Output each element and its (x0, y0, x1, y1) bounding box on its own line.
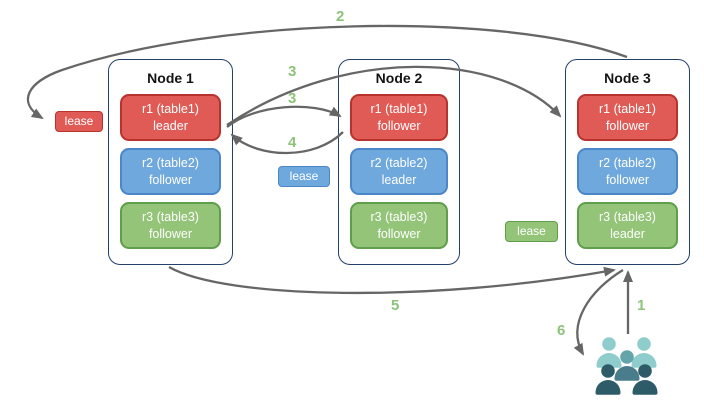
user-middle-head (620, 350, 634, 364)
node-1-title: Node 1 (147, 70, 194, 86)
node-2-replica-r3: r3 (table3) follower (350, 202, 448, 249)
step-label-6: 6 (557, 322, 566, 339)
step-label-4: 4 (288, 134, 297, 151)
replica-role: leader (381, 172, 417, 187)
user-middle-body (614, 366, 640, 381)
replica-id: r3 (table3) (370, 210, 428, 225)
replica-role: leader (610, 226, 645, 241)
replica-role: follower (148, 172, 193, 187)
users-group-icon (595, 337, 658, 395)
replica-id: r1 (table1) (599, 102, 656, 117)
lease-badge-r2: lease (278, 166, 330, 188)
step-label-5: 5 (391, 297, 400, 314)
replica-id: r1 (table1) (370, 102, 428, 117)
step-label-3a: 3 (288, 63, 297, 80)
user-middle (614, 350, 640, 381)
arrow-step6-node3-to-user (573, 269, 624, 356)
replica-role: leader (153, 118, 188, 133)
replica-id: r2 (table2) (370, 156, 428, 171)
user-back-left (596, 337, 622, 368)
replica-id: r1 (table1) (142, 102, 199, 117)
replica-role: follower (148, 226, 193, 241)
node-2-title: Node 2 (375, 70, 423, 86)
node-3-replica-r1: r1 (table1) follower (577, 94, 678, 141)
lease-badge-r1: lease (55, 111, 103, 133)
replica-id: r2 (table2) (599, 156, 656, 171)
replica-id: r2 (table2) (142, 156, 199, 171)
node-2: Node 2 r1 (table1) follower r2 (table2) … (338, 59, 460, 265)
arrow-step5-node1-to-node3 (168, 266, 616, 295)
node-2-replica-r2: r2 (table2) leader (350, 148, 448, 195)
step-label-2: 2 (336, 8, 345, 25)
node-3: Node 3 r1 (table1) follower r2 (table2) … (565, 59, 690, 265)
replica-role: follower (377, 226, 421, 241)
replica-role: follower (605, 172, 650, 187)
replica-role: follower (377, 118, 421, 133)
node-2-replica-r1: r1 (table1) follower (350, 94, 448, 141)
step-label-1: 1 (637, 297, 646, 314)
user-front-left (595, 364, 621, 395)
user-back-right (631, 337, 657, 368)
node-1-replica-r3: r3 (table3) follower (120, 202, 221, 249)
node-1-replica-r2: r2 (table2) follower (120, 148, 221, 195)
replica-id: r3 (table3) (599, 210, 656, 225)
replica-role: follower (605, 118, 650, 133)
step-label-3b: 3 (288, 90, 297, 107)
node-1-replica-r1: r1 (table1) leader (120, 94, 221, 141)
node-3-replica-r3: r3 (table3) leader (577, 202, 678, 249)
node-3-title: Node 3 (604, 70, 651, 86)
lease-badge-r3: lease (505, 221, 558, 243)
node-3-replica-r2: r2 (table2) follower (577, 148, 678, 195)
user-front-right (632, 364, 658, 395)
arrow-step3-node1-to-node2 (226, 105, 342, 128)
replica-id: r3 (table3) (142, 210, 199, 225)
node-1: Node 1 r1 (table1) leader r2 (table2) fo… (108, 59, 233, 265)
